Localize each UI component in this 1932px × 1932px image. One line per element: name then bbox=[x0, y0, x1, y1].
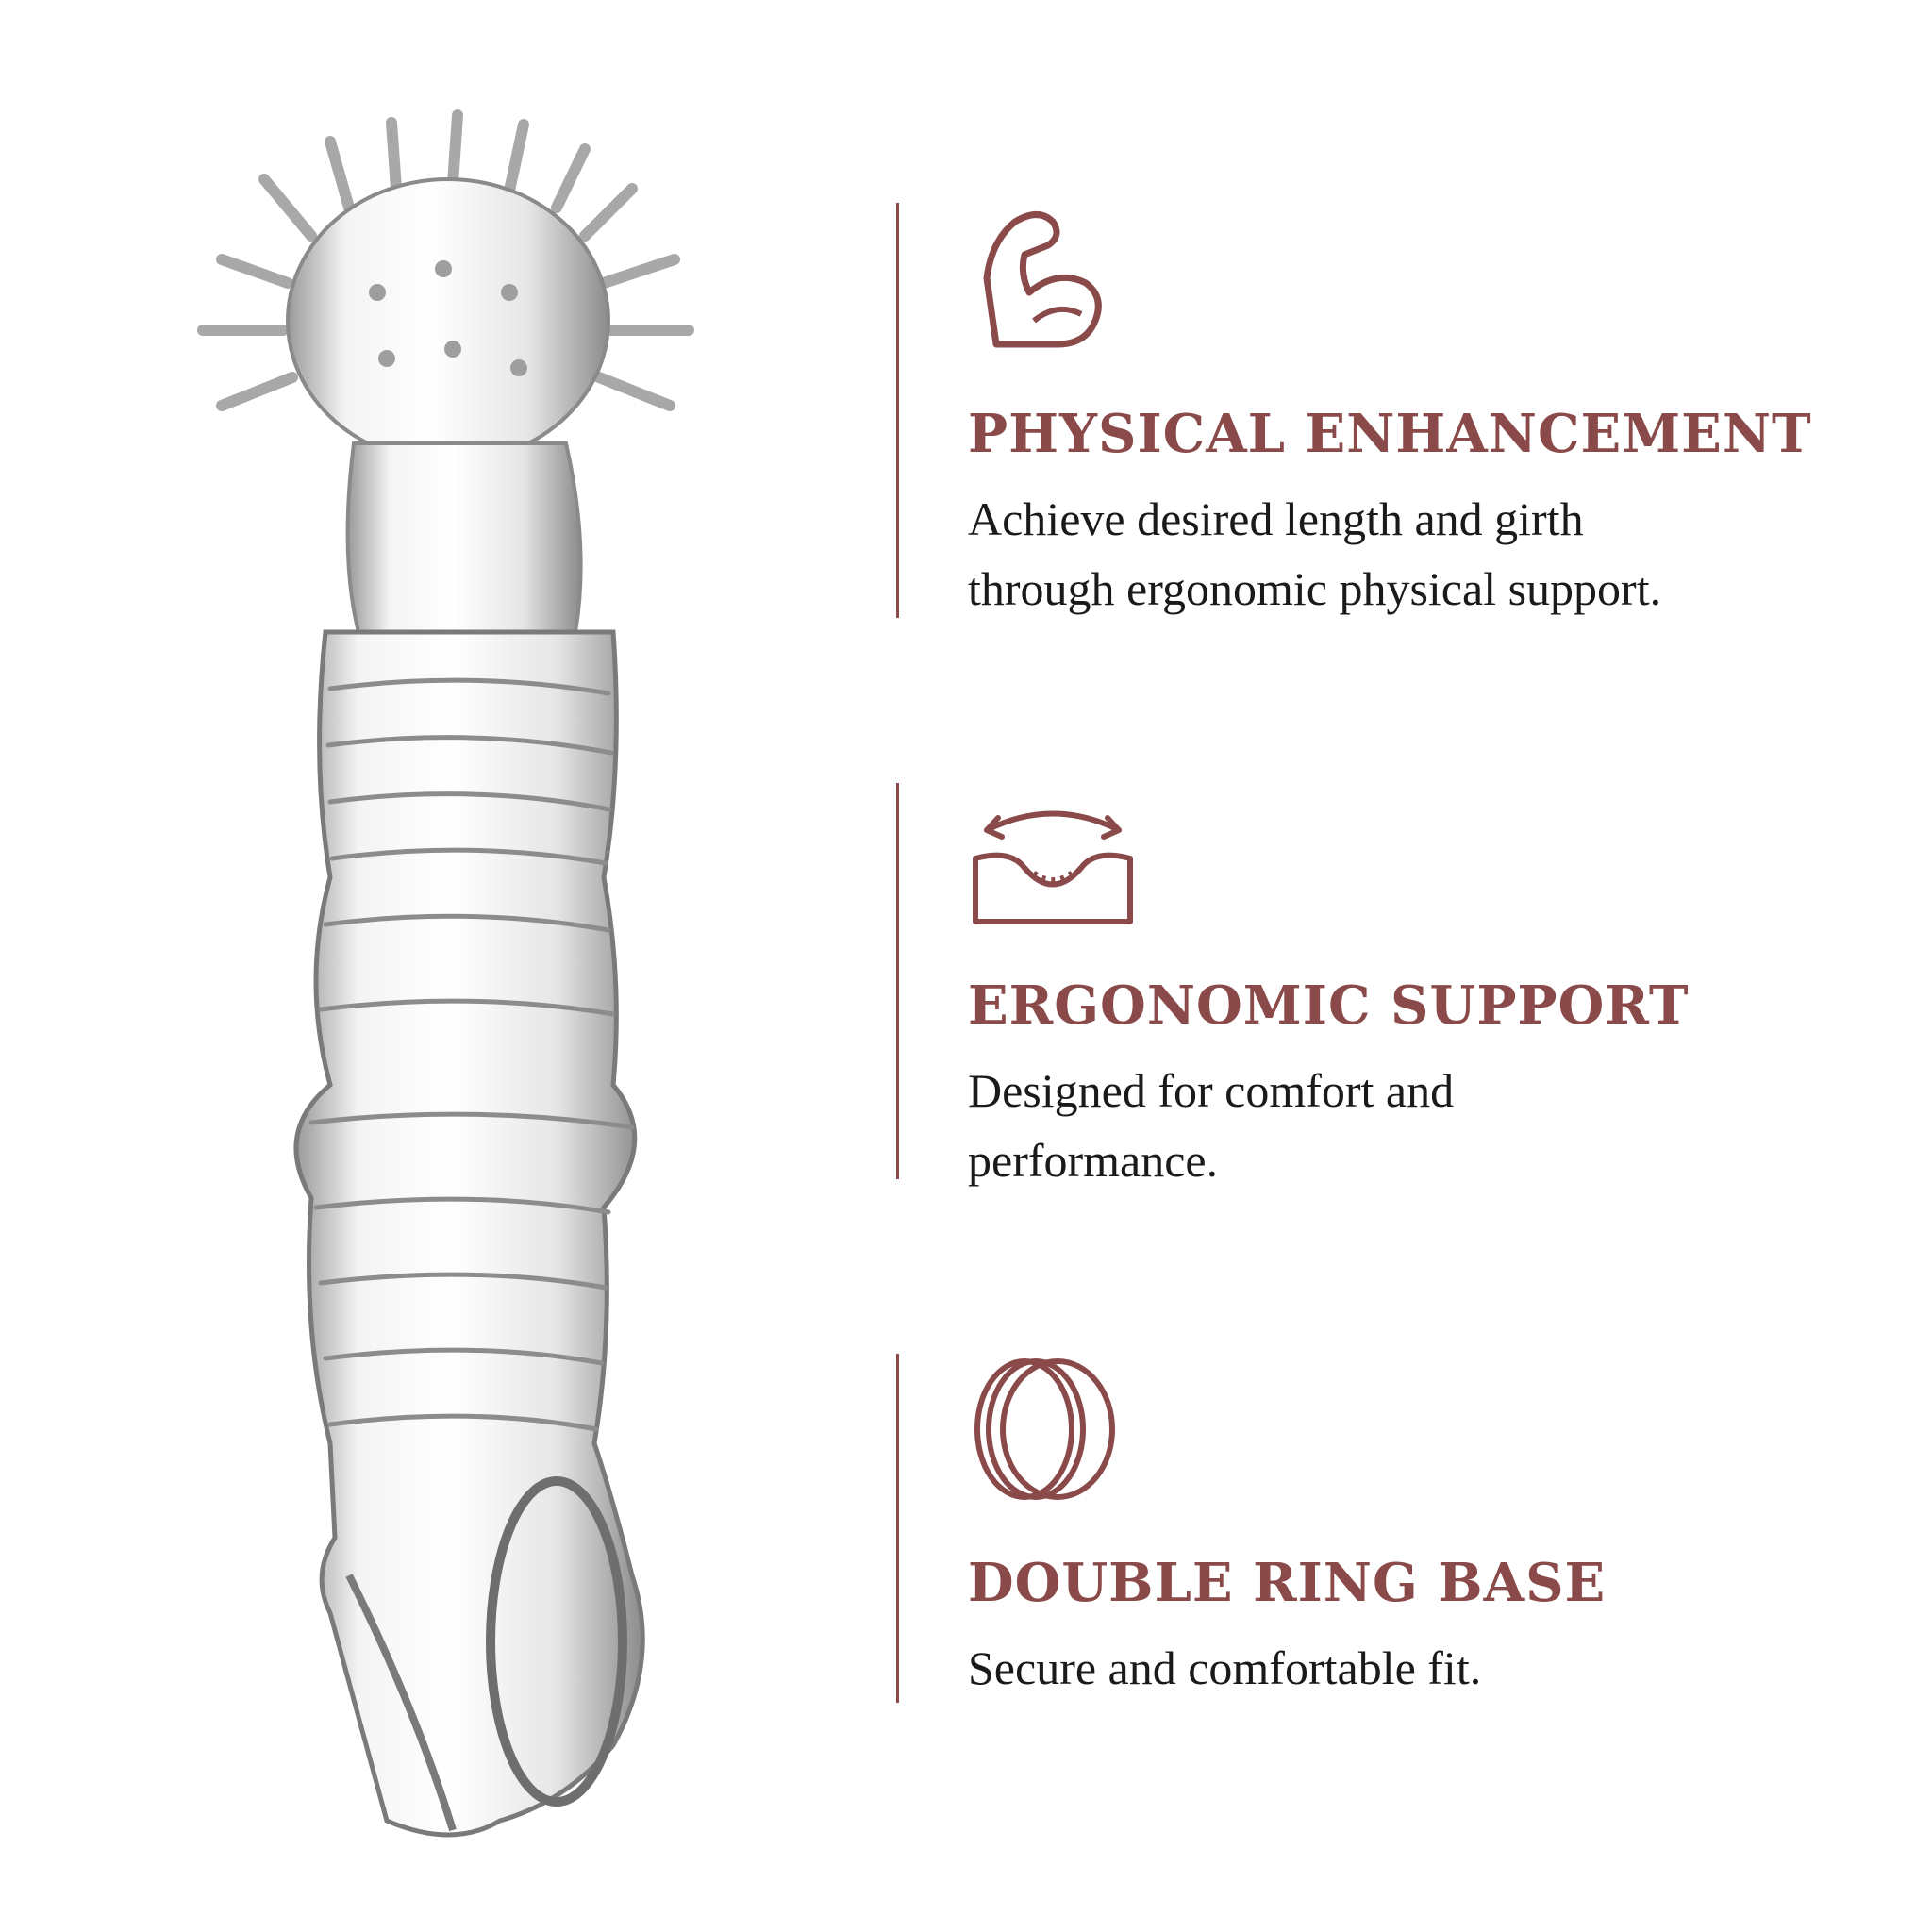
feature-description-line: Achieve desired length and girth bbox=[968, 492, 1584, 545]
feature-divider bbox=[896, 203, 899, 618]
feature-description-line: performance. bbox=[968, 1134, 1219, 1187]
feature-title: DOUBLE RING BASE bbox=[968, 1552, 1607, 1614]
feature-title: ERGONOMIC SUPPORT bbox=[968, 974, 1690, 1037]
ergonomic-cushion-icon bbox=[973, 810, 1133, 924]
product-image bbox=[197, 109, 694, 1838]
feature-divider bbox=[896, 1354, 899, 1703]
feature-description-line: through ergonomic physical support. bbox=[968, 562, 1662, 615]
spiked-tip bbox=[197, 109, 694, 464]
feature-description-line: Designed for comfort and bbox=[968, 1064, 1455, 1117]
feature-ergonomic-support: ERGONOMIC SUPPORT Designed for comfort a… bbox=[896, 783, 1896, 1187]
flexed-arm-icon bbox=[983, 211, 1102, 348]
feature-description-line: Secure and comfortable fit. bbox=[968, 1641, 1482, 1694]
double-ring-icon bbox=[974, 1358, 1115, 1500]
feature-title: PHYSICAL ENHANCEMENT bbox=[968, 403, 1812, 465]
feature-double-ring-base: DOUBLE RING BASE Secure and comfortable … bbox=[896, 1354, 1896, 1703]
feature-physical-enhancement: PHYSICAL ENHANCEMENT Achieve desired len… bbox=[896, 203, 1896, 618]
feature-divider bbox=[896, 783, 899, 1179]
